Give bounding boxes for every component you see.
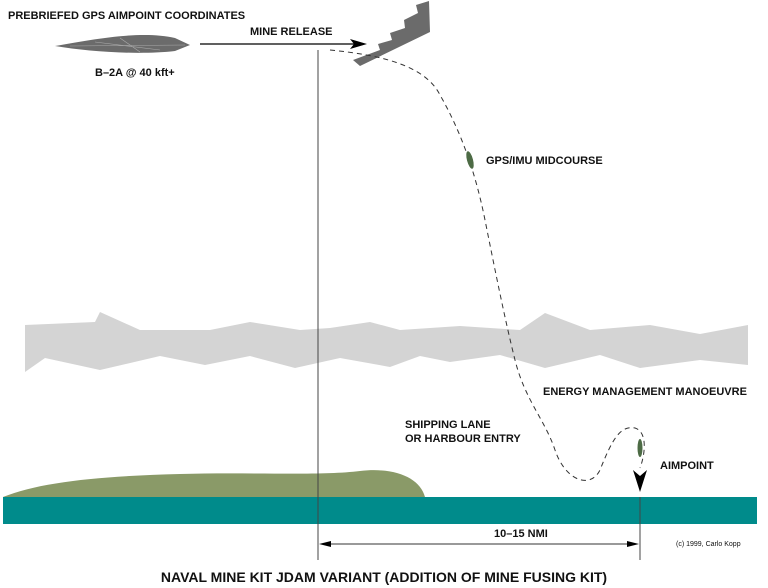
mine-release-label: MINE RELEASE <box>250 26 333 38</box>
diagram-title: NAVAL MINE KIT JDAM VARIANT (ADDITION OF… <box>160 569 608 585</box>
aircraft-label: B–2A @ 40 kft+ <box>95 67 175 79</box>
range-label: 10–15 NMI <box>494 528 548 540</box>
land <box>3 470 425 497</box>
b2-planform-view <box>353 1 430 66</box>
range-arrowhead-left <box>319 541 331 547</box>
weapon-trajectory <box>329 49 645 481</box>
release-arrowhead <box>350 39 367 49</box>
sea <box>3 497 757 524</box>
shipping-lane-label-2: OR HARBOUR ENTRY <box>405 433 521 445</box>
cloud-layer <box>25 312 748 372</box>
energy-management-label: ENERGY MANAGEMENT MANOEUVRE <box>543 386 747 398</box>
weapon-terminal <box>637 439 643 457</box>
prebriefed-label: PREBRIEFED GPS AIMPOINT COORDINATES <box>8 10 246 22</box>
weapon-midcourse <box>466 151 474 169</box>
aimpoint-label: AIMPOINT <box>660 460 714 472</box>
b2-side-view <box>55 35 190 53</box>
midcourse-label: GPS/IMU MIDCOURSE <box>486 155 603 167</box>
range-arrowhead-right <box>627 541 639 547</box>
copyright-label: (c) 1999, Carlo Kopp <box>676 541 741 548</box>
aimpoint-arrowhead <box>633 470 647 492</box>
shipping-lane-label-1: SHIPPING LANE <box>405 419 491 431</box>
